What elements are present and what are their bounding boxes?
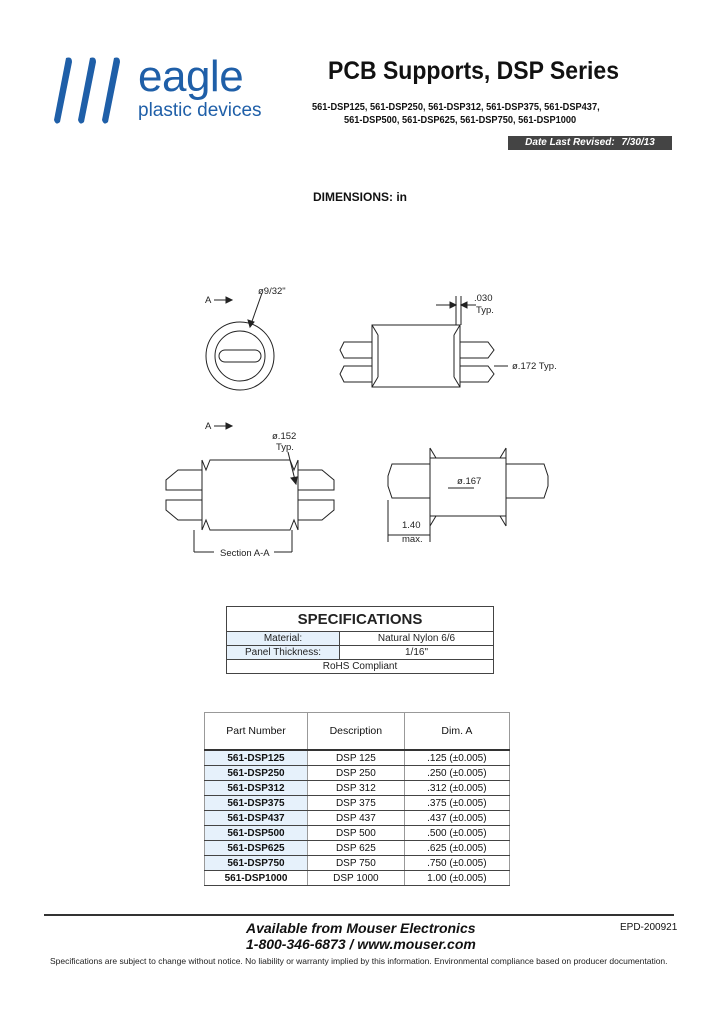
logo-subtitle: plastic devices — [138, 100, 262, 121]
description-cell: DSP 250 — [307, 765, 405, 781]
dim-a-cell: .375 (±0.005) — [403, 795, 511, 811]
spec-value: 1/16" — [339, 645, 494, 660]
section-label: Section A-A — [220, 548, 270, 559]
specifications-table: SPECIFICATIONS Material: Natural Nylon 6… — [226, 606, 494, 674]
thickness-typ-label: Typ. — [476, 305, 494, 316]
description-cell: DSP 500 — [307, 825, 405, 841]
pin-dia-label: ø.172 Typ. — [512, 361, 557, 372]
dim-a-cell: .750 (±0.005) — [403, 855, 511, 871]
dim-a-cell: .250 (±0.005) — [403, 765, 511, 781]
dim-a-cell: .312 (±0.005) — [403, 780, 511, 796]
part-number-cell: 561-DSP437 — [204, 810, 308, 826]
part-list-line-2: 561-DSP500, 561-DSP625, 561-DSP750, 561-… — [344, 114, 577, 126]
dim-a-cell: .125 (±0.005) — [403, 750, 511, 766]
spec-row-panel-thickness: Panel Thickness: 1/16" — [226, 645, 494, 660]
footer-divider — [44, 914, 674, 916]
col-header-description: Description — [307, 712, 405, 751]
description-cell: DSP 125 — [307, 750, 405, 766]
spec-row-material: Material: Natural Nylon 6/6 — [226, 631, 494, 646]
revised-date-bar: Date Last Revised: 7/30/13 — [508, 136, 672, 150]
document-id: EPD-200921 — [620, 922, 678, 933]
dimensions-heading: DIMENSIONS: in — [313, 190, 408, 204]
section-marker-top: A — [205, 295, 212, 306]
description-cell: DSP 625 — [307, 840, 405, 856]
dim-a-cell: .500 (±0.005) — [403, 825, 511, 841]
col-header-part-number: Part Number — [204, 712, 308, 751]
hole-typ-label: Typ. — [276, 442, 294, 453]
description-cell: DSP 1000 — [307, 870, 405, 886]
spec-value: Natural Nylon 6/6 — [339, 631, 494, 646]
dim-a-cell: .625 (±0.005) — [403, 840, 511, 856]
part-number-cell: 561-DSP125 — [204, 750, 308, 766]
front-view-drawing — [205, 292, 275, 391]
spec-row-rohs: RoHS Compliant — [226, 659, 494, 674]
dim-a-cell: .437 (±0.005) — [403, 810, 511, 826]
rohs-note: RoHS Compliant — [226, 659, 494, 674]
body-dia-label: ø.167 — [457, 476, 481, 487]
max-label: max. — [402, 534, 423, 545]
dia-top-label: ø9/32" — [258, 286, 286, 297]
eagle-logo: eagle plastic devices — [52, 50, 282, 130]
available-from: Available from Mouser Electronics — [246, 920, 476, 936]
description-cell: DSP 750 — [307, 855, 405, 871]
specifications-title: SPECIFICATIONS — [226, 606, 494, 632]
side-view-drawing — [339, 296, 508, 388]
part-list-line-1: 561-DSP125, 561-DSP250, 561-DSP312, 561-… — [312, 101, 600, 113]
disclaimer: Specifications are subject to change wit… — [50, 956, 668, 966]
logo-stripes-icon — [54, 57, 120, 124]
revised-label: Date Last Revised: — [525, 137, 615, 148]
part-number-cell: 561-DSP375 — [204, 795, 308, 811]
revised-date: 7/30/13 — [621, 137, 655, 148]
section-view-drawing — [165, 422, 335, 553]
hole-dia-label: ø.152 — [272, 431, 296, 442]
technical-drawing: A ø9/32" .030 Typ. ø.172 Typ. A ø.152 Ty… — [165, 286, 557, 559]
section-marker-bottom: A — [205, 421, 212, 432]
thickness-label: .030 — [474, 293, 493, 304]
description-cell: DSP 437 — [307, 810, 405, 826]
part-number-cell: 561-DSP1000 — [204, 870, 308, 886]
part-number-cell: 561-DSP312 — [204, 780, 308, 796]
body-view-drawing — [387, 447, 549, 542]
page-title: PCB Supports, DSP Series — [328, 57, 619, 85]
logo-word: eagle — [138, 52, 244, 101]
description-cell: DSP 375 — [307, 795, 405, 811]
part-number-cell: 561-DSP250 — [204, 765, 308, 781]
parts-table: Part Number Description Dim. A 561-DSP12… — [204, 712, 511, 886]
dim-a-cell: 1.00 (±0.005) — [403, 870, 511, 886]
part-number-cell: 561-DSP625 — [204, 840, 308, 856]
col-header-dim-a: Dim. A — [403, 712, 511, 751]
part-number-cell: 561-DSP750 — [204, 855, 308, 871]
contact-line: 1-800-346-6873 / www.mouser.com — [246, 936, 476, 952]
spec-label: Material: — [226, 631, 340, 646]
max-length-label: 1.40 — [402, 520, 421, 531]
description-cell: DSP 312 — [307, 780, 405, 796]
spec-label: Panel Thickness: — [226, 645, 340, 660]
part-number-cell: 561-DSP500 — [204, 825, 308, 841]
